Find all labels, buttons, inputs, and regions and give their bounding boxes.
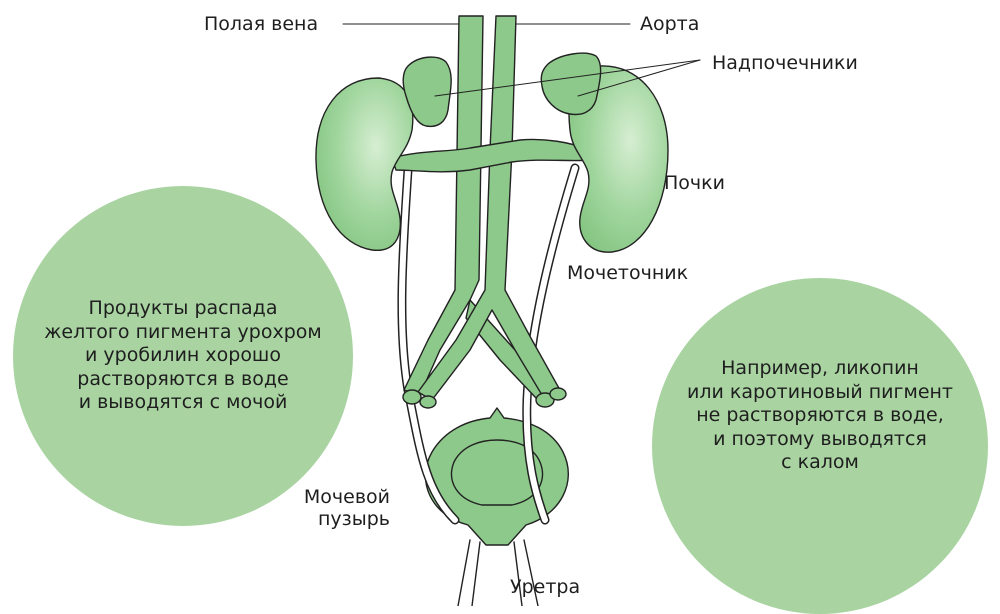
iliac-end-left-1 <box>403 390 421 404</box>
iliac-end-left-2 <box>420 396 436 408</box>
adrenal-glands-label: Надпочечники <box>712 52 858 74</box>
iliac-end-right-2 <box>550 388 566 400</box>
kidneys-label: Почки <box>664 172 725 194</box>
right-adrenal-gland <box>541 53 600 114</box>
urethra-label: Уретра <box>510 576 580 598</box>
vena-cava-label: Полая вена <box>204 13 318 35</box>
aorta-label: Аорта <box>640 13 699 35</box>
bladder-shape <box>425 408 568 545</box>
bladder-label: Мочевой пузырь <box>276 486 390 530</box>
ureter-label: Мочеточник <box>567 262 688 284</box>
